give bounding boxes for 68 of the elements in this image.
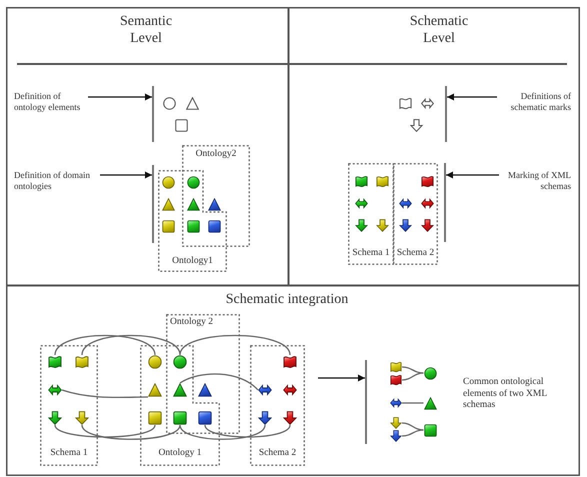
arrow bbox=[88, 94, 152, 100]
triangle-icon bbox=[198, 383, 212, 397]
group-label: Ontology 1 bbox=[158, 448, 202, 459]
group-label: Schema 2 bbox=[258, 448, 296, 459]
description-text: Common ontological elements of two XML schemas bbox=[463, 377, 557, 412]
group-label: Ontology 2 bbox=[170, 317, 214, 328]
triangle-icon bbox=[173, 383, 187, 397]
group-label: Ontology1 bbox=[172, 256, 213, 267]
arrow bbox=[446, 172, 499, 178]
down-arrow-icon bbox=[75, 411, 89, 425]
dashed-group-box bbox=[348, 163, 394, 265]
double-arrow-icon bbox=[390, 397, 402, 409]
circle-icon bbox=[173, 355, 187, 369]
connector-line bbox=[179, 424, 266, 440]
dashed-group-box bbox=[182, 145, 250, 247]
connector-line bbox=[179, 334, 291, 356]
panel-heading: Schematic Level bbox=[408, 13, 470, 47]
description-text: Definition of domain ontologies bbox=[14, 170, 100, 191]
square-icon bbox=[173, 411, 187, 425]
down-arrow-icon bbox=[390, 430, 402, 442]
flag-icon bbox=[390, 374, 402, 386]
group-label: Schema 1 bbox=[352, 248, 390, 259]
down-arrow-icon bbox=[390, 417, 402, 429]
double-arrow-icon bbox=[283, 383, 297, 397]
arrow bbox=[318, 374, 365, 382]
down-arrow-icon bbox=[258, 411, 272, 425]
square-icon bbox=[424, 424, 436, 436]
connector-line bbox=[402, 422, 424, 431]
dashed-group-box bbox=[166, 314, 240, 434]
circle-icon bbox=[424, 366, 436, 380]
group-label: Schema 2 bbox=[396, 248, 434, 259]
dashed-group-box bbox=[40, 345, 98, 466]
arrow bbox=[447, 94, 497, 100]
arrow bbox=[100, 172, 152, 178]
dashed-group-box bbox=[393, 163, 438, 265]
square-icon bbox=[148, 411, 162, 425]
connector-line bbox=[402, 429, 424, 437]
group-label: Schema 1 bbox=[50, 448, 88, 459]
connector-line bbox=[402, 402, 424, 404]
circle-icon bbox=[148, 355, 162, 369]
dashed-group-box bbox=[250, 345, 305, 466]
connector-line bbox=[62, 389, 148, 398]
panel-heading: Semantic Level bbox=[118, 13, 174, 47]
connector-line bbox=[402, 366, 424, 374]
description-text: Definitions of schematic marks bbox=[497, 91, 571, 112]
panel bbox=[6, 285, 580, 476]
down-arrow-icon bbox=[48, 411, 62, 425]
flag-icon bbox=[390, 361, 402, 373]
panel bbox=[288, 7, 580, 286]
connector-line bbox=[402, 372, 424, 381]
group-label: Ontology2 bbox=[196, 149, 236, 160]
dashed-group-box bbox=[140, 345, 220, 466]
triangle-icon bbox=[424, 396, 436, 410]
connector-line bbox=[54, 334, 156, 356]
description-text: Marking of XML schemas bbox=[499, 170, 571, 191]
triangle-icon bbox=[148, 383, 162, 397]
connector-line bbox=[81, 334, 181, 356]
dashed-group-box bbox=[158, 170, 227, 272]
panel-heading: Schematic integration bbox=[226, 291, 348, 308]
description-text: Definition of ontology elements bbox=[14, 91, 88, 112]
flag-icon bbox=[48, 355, 62, 369]
connector-line bbox=[81, 424, 181, 440]
double-arrow-icon bbox=[258, 383, 272, 397]
flag-icon bbox=[283, 355, 297, 369]
double-arrow-icon bbox=[48, 383, 62, 397]
down-arrow-icon bbox=[283, 411, 297, 425]
square-icon bbox=[198, 411, 212, 425]
flag-icon bbox=[75, 355, 89, 369]
